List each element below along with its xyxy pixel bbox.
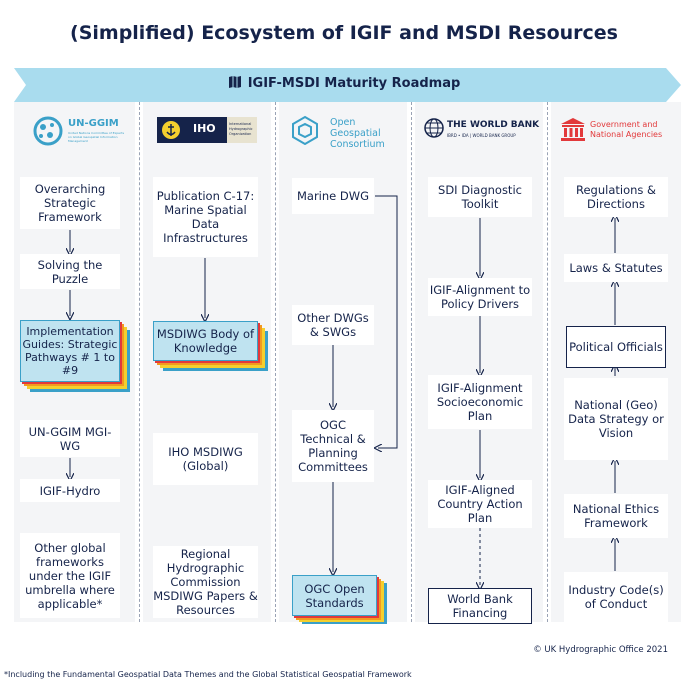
roadmap-banner — [14, 68, 681, 102]
hexagon-icon — [292, 115, 318, 145]
box-igif-aligned-country-action-plan: IGIF-Aligned Country Action Plan — [428, 480, 532, 528]
ogc-line-1: Open — [330, 117, 356, 128]
box-label: National (Geo) Data Strategy or Vision — [568, 398, 664, 440]
iho-name: IHO — [193, 122, 216, 135]
world-bank-subtitle: IBRD • IDA | WORLD BANK GROUP — [447, 133, 516, 138]
column-divider — [139, 102, 140, 622]
box-other-dwgs-swgs: Other DWGs & SWGs — [292, 305, 374, 345]
column-divider — [411, 102, 412, 622]
banner-text: IGIF-MSDI Maturity Roadmap — [247, 76, 461, 91]
box-label: Solving the Puzzle — [37, 257, 103, 286]
box-igif-alignment-policy: IGIF-Alignment to Policy Drivers — [428, 278, 532, 316]
globe-icon — [33, 116, 63, 146]
un-ggim-subtitle: United Nations Committee of Experts on G… — [68, 131, 124, 143]
box-other-global-frameworks: Other global frameworks under the IGIF u… — [20, 533, 120, 618]
government-building-icon — [561, 118, 585, 141]
box-igif-hydro: IGIF-Hydro — [20, 479, 120, 502]
box-label: Overarching Strategic Framework — [34, 182, 106, 224]
box-label: SDI Diagnostic Toolkit — [438, 183, 522, 211]
box-political-officials: Political Officials — [566, 326, 666, 368]
box-industry-codes-of-conduct: Industry Code(s) of Conduct — [564, 572, 668, 622]
box-implementation-guides: Implementation Guides: Strategic Pathway… — [20, 320, 120, 382]
ogc-line-3: Consortium — [330, 139, 385, 150]
box-label: National Ethics Framework — [572, 502, 660, 530]
box-marine-dwg: Marine DWG — [292, 178, 374, 214]
box-label: Industry Code(s) of Conduct — [568, 583, 664, 611]
column-divider — [547, 102, 548, 622]
box-label: IGIF-Alignment Socioeconomic Plan — [436, 381, 524, 423]
box-national-ethics-framework: National Ethics Framework — [564, 494, 668, 538]
roadmap-banner-label: IGIF-MSDI Maturity Roadmap — [0, 75, 688, 91]
iho-logo: IHO International Hydrographic Organizat… — [157, 117, 257, 143]
diagram-title: (Simplified) Ecosystem of IGIF and MSDI … — [70, 22, 618, 44]
box-ogc-open-standards: OGC Open Standards — [292, 575, 377, 616]
box-label: Publication C-17: Marine Spatial Data In… — [156, 189, 255, 245]
box-label: Laws & Statutes — [569, 261, 663, 275]
box-label: MSDIWG Body of Knowledge — [156, 327, 255, 355]
box-label: OGC Technical & Planning Committees — [298, 418, 368, 474]
box-laws-statutes: Laws & Statutes — [564, 254, 668, 282]
box-label: IHO MSDIWG (Global) — [168, 445, 243, 473]
box-ogc-committees: OGC Technical & Planning Committees — [292, 410, 374, 482]
ogc-line-2: Geospatial — [330, 128, 381, 139]
footnote: *Including the Fundamental Geospatial Da… — [4, 670, 412, 679]
box-label: OGC Open Standards — [304, 581, 365, 610]
box-label: Regional Hydrographic Commission MSDIWG … — [153, 547, 258, 617]
box-label: Regulations & Directions — [575, 183, 657, 211]
world-bank-globe-icon — [424, 118, 444, 138]
box-iho-msdiwg-global: IHO MSDIWG (Global) — [153, 433, 258, 485]
un-ggim-name: UN-GGIM — [68, 118, 119, 129]
map-icon — [228, 76, 241, 88]
gov-line-2: National Agencies — [590, 130, 663, 139]
box-label: IGIF-Alignment to Policy Drivers — [429, 283, 531, 311]
box-label: Other global frameworks under the IGIF u… — [25, 540, 115, 611]
column-divider — [275, 102, 276, 622]
box-label: Political Officials — [569, 340, 663, 354]
copyright-notice: © UK Hydrographic Office 2021 — [533, 645, 668, 655]
box-label: IGIF-Aligned Country Action Plan — [437, 483, 523, 525]
box-regulations-directions: Regulations & Directions — [564, 177, 668, 217]
iho-subtitle: International Hydrographic Organization — [229, 122, 253, 136]
box-regional-hydrographic-commission: Regional Hydrographic Commission MSDIWG … — [153, 546, 258, 618]
gov-line-1: Government and — [590, 120, 658, 129]
box-msdiwg-body-of-knowledge: MSDIWG Body of Knowledge — [153, 321, 258, 361]
box-sdi-diagnostic-toolkit: SDI Diagnostic Toolkit — [428, 177, 532, 217]
box-label: Other DWGs & SWGs — [297, 311, 369, 339]
box-label: Implementation Guides: Strategic Pathway… — [22, 325, 118, 377]
box-publication-c17: Publication C-17: Marine Spatial Data In… — [153, 177, 258, 257]
box-world-bank-financing: World Bank Financing — [428, 588, 532, 624]
box-label: World Bank Financing — [447, 592, 513, 620]
box-label: Marine DWG — [296, 189, 370, 203]
box-label: IGIF-Hydro — [39, 483, 101, 498]
anchor-icon — [162, 121, 180, 139]
box-solving-the-puzzle: Solving the Puzzle — [20, 254, 120, 289]
box-label: UN-GGIM MGI-WG — [28, 424, 112, 453]
world-bank-name: THE WORLD BANK — [447, 120, 540, 130]
box-un-ggim-mgi-wg: UN-GGIM MGI-WG — [20, 420, 120, 457]
box-national-geo-data-strategy: National (Geo) Data Strategy or Vision — [564, 378, 668, 460]
box-overarching-strategic-framework: Overarching Strategic Framework — [20, 177, 120, 229]
box-igif-alignment-socioeconomic: IGIF-Alignment Socioeconomic Plan — [428, 375, 532, 429]
